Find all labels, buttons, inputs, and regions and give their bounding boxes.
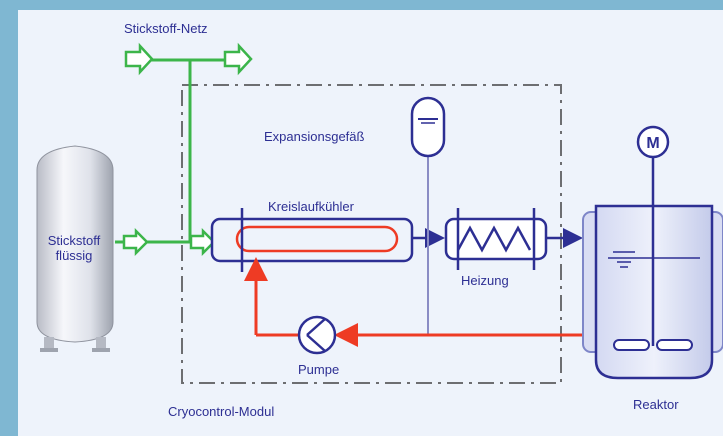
label-liquid-nitrogen-line2: flüssig	[55, 248, 93, 263]
motor-icon: M	[636, 125, 670, 159]
agitator-icon	[613, 158, 693, 351]
label-liquid-nitrogen: Stickstoff flüssig	[42, 233, 106, 263]
label-pump: Pumpe	[298, 362, 340, 377]
label-expansion-vessel: Expansionsgefäß	[264, 129, 365, 144]
motor-label: M	[646, 135, 659, 152]
heater-coil-icon	[444, 208, 548, 270]
label-heater: Heizung	[461, 273, 509, 288]
label-nitrogen-network: Stickstoff-Netz	[124, 21, 208, 36]
process-lines	[412, 156, 583, 335]
pump-icon	[297, 315, 337, 355]
module-border	[181, 84, 562, 384]
label-module: Cryocontrol-Modul	[168, 404, 275, 419]
label-liquid-nitrogen-line1: Stickstoff	[47, 233, 101, 248]
nitrogen-tank-icon	[36, 145, 114, 352]
nitrogen-arrows	[122, 42, 253, 257]
return-line	[244, 257, 596, 347]
expansion-vessel-icon	[410, 96, 446, 158]
label-recirculation-cooler: Kreislaufkühler	[268, 199, 354, 214]
label-reactor: Reaktor	[633, 397, 679, 412]
recirculation-cooler-icon	[210, 208, 414, 272]
